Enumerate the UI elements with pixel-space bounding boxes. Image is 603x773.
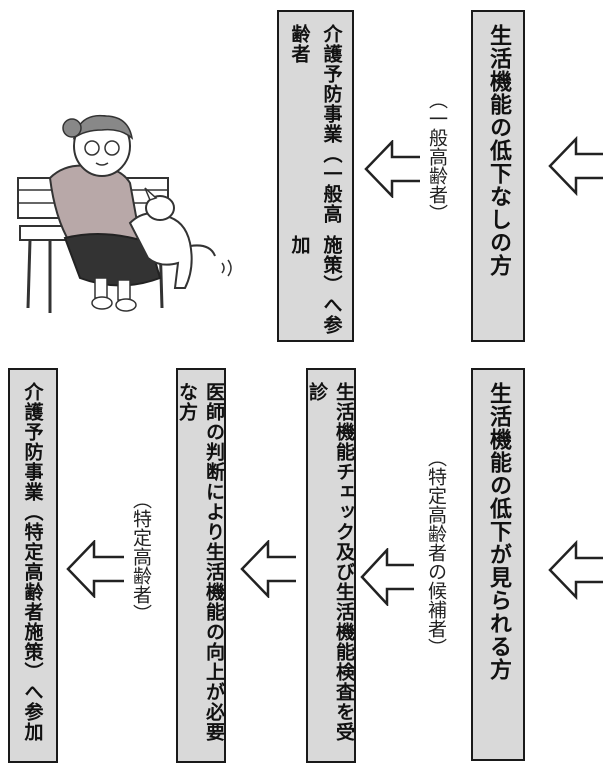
note-specified-elderly: （特定高齢者） bbox=[128, 490, 155, 650]
box-doctor-judgement-label: 医師の判断により生活機能の向上が必要な方 bbox=[176, 382, 225, 742]
box-with-decline-label: 生活機能の低下が見られる方 bbox=[486, 382, 511, 681]
elderly-woman-with-dog-icon bbox=[10, 108, 250, 327]
note-candidate: （特定高齢者の候補者） bbox=[423, 448, 450, 708]
box-specified-program-label: 介護予防事業（特定高齢者施策）へ参加 bbox=[21, 382, 44, 742]
arrow-left-icon bbox=[360, 548, 414, 606]
note-general-elderly: （一般高齢者） bbox=[424, 90, 451, 260]
arrow-left-icon bbox=[364, 140, 420, 198]
note-specified-elderly-text: （特定高齢者） bbox=[130, 490, 152, 623]
arrow-left-icon bbox=[548, 136, 603, 196]
note-general-elderly-text: （一般高齢者） bbox=[426, 90, 448, 223]
box-general-program: 介護予防事業（一般高齢者 施策）へ参加 bbox=[277, 10, 354, 342]
box-general-program-line2: 施策）へ参加 bbox=[288, 234, 343, 335]
arrow-left-icon bbox=[548, 540, 603, 600]
box-doctor-judgement: 医師の判断により生活機能の向上が必要な方 bbox=[176, 368, 226, 763]
box-with-decline: 生活機能の低下が見られる方 bbox=[471, 368, 525, 761]
box-specified-program: 介護予防事業（特定高齢者施策）へ参加 bbox=[8, 368, 58, 763]
arrow-left-icon bbox=[240, 540, 296, 598]
arrow-left-icon bbox=[66, 540, 124, 598]
box-no-decline-label: 生活機能の低下なしの方 bbox=[486, 24, 511, 277]
box-general-program-line1: 介護予防事業（一般高齢者 bbox=[288, 24, 343, 224]
box-function-check-label: 生活機能チェック及び生活機能検査を受診 bbox=[306, 382, 355, 742]
note-candidate-text: （特定高齢者の候補者） bbox=[425, 448, 447, 657]
box-no-decline: 生活機能の低下なしの方 bbox=[471, 10, 525, 342]
box-function-check: 生活機能チェック及び生活機能検査を受診 bbox=[306, 368, 356, 763]
